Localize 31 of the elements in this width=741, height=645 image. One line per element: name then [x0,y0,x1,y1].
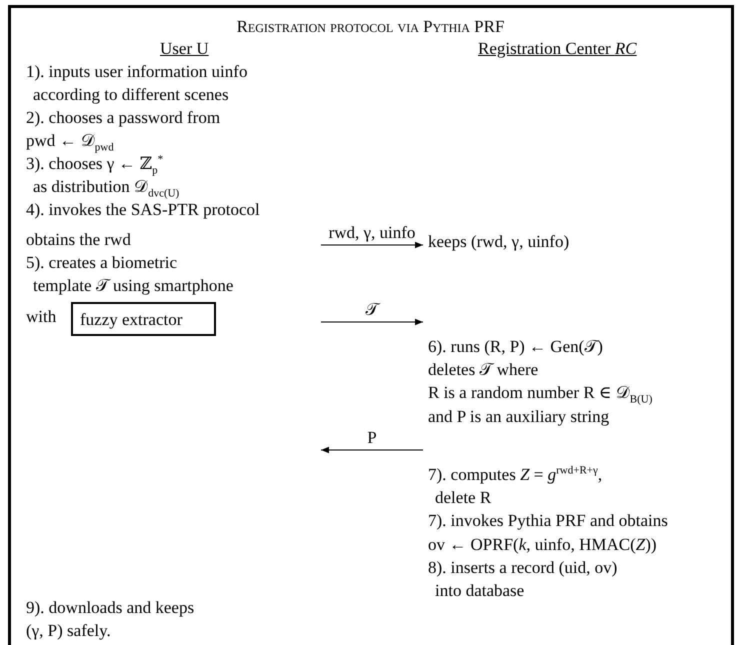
step-text: template 𝒯 using smartphone [33,276,234,296]
step-text: (γ, P) safely. [26,621,111,641]
process-box: fuzzy extractor [71,302,216,336]
column-heading: User U [160,39,209,59]
step-text: obtains the rwd [26,230,131,250]
step-text: 7). computes Z = g$^{rwd+R+γ}$, [428,463,604,486]
step-text: delete R [434,487,492,510]
step-text: 6). runs (R, P) ← Gen(𝒯) [428,336,604,358]
step-text: as distribution 𝒟$_{dvc(U)}$ [33,177,180,197]
step-text: keeps (rwd, γ, uinfo) [428,231,570,253]
step-text: with [26,307,56,327]
step-text: into database [434,580,526,602]
step-text: 8). inserts a record (uid, ov) [428,556,618,579]
step-text: 5). creates a biometric [26,253,178,273]
step-text: ov ← OPRF(k, uinfo, HMAC(Z)) [428,534,658,556]
step-text: 1). inputs user information uinfo [26,62,248,82]
message-arrow [321,242,423,248]
step-text: 9). downloads and keeps [26,598,194,618]
step-text: according to different scenes [33,85,229,105]
message-arrow [321,318,423,326]
step-text: and P is an auxiliary string [428,406,610,428]
edge-label: rwd, γ, uinfo [326,224,418,242]
step-text: 2). chooses a password from [26,108,220,128]
step-text: 4). invokes the SAS-PTR protocol [26,200,260,220]
step-text: deletes 𝒯 where [428,359,540,382]
step-text: 7). invokes Pythia PRF and obtains [428,510,669,532]
message-arrow [321,446,423,454]
diagram-title: Registration protocol via Pythia PRF [236,17,506,37]
formula-text: pwd ← 𝒟$_{pwd}$ [26,131,114,151]
column-heading: Registration Center RC [478,39,637,59]
step-text: R is a random number R ∈ 𝒟$_{B(U)}$ [428,382,654,405]
